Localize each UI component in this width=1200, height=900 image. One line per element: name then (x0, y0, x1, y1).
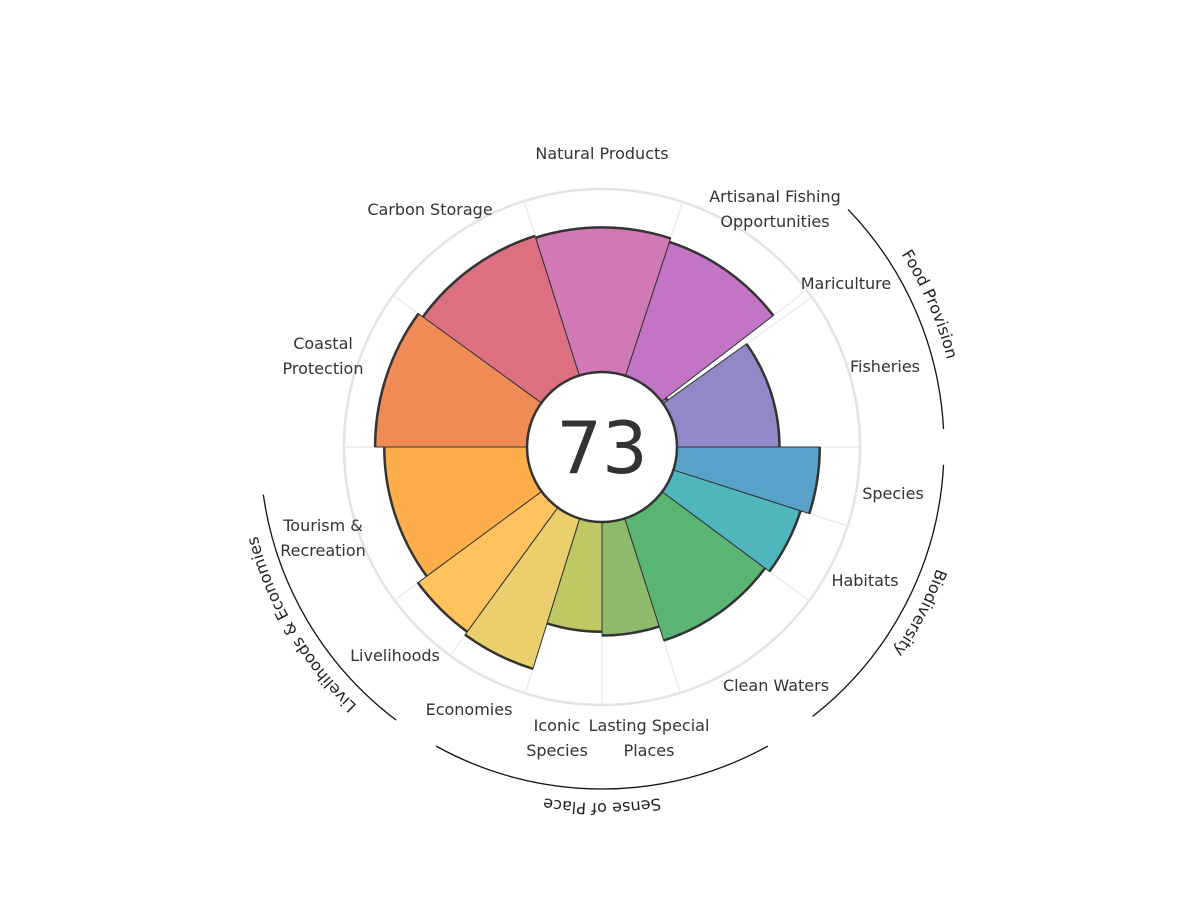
petal-edge (421, 234, 536, 318)
petal-edge (663, 567, 767, 642)
petal-label: Natural Products (535, 144, 668, 163)
petal-edge (745, 343, 781, 448)
petal-label: Economies (426, 700, 513, 719)
petal-label: Tourism &Recreation (280, 516, 366, 560)
petal-edge (669, 240, 775, 317)
group-arc (435, 745, 769, 790)
petal-edge (808, 446, 821, 514)
group-arc (812, 464, 945, 718)
group-arc (847, 208, 945, 430)
petal-label: Carbon Storage (367, 200, 492, 219)
center-score: 73 (556, 406, 648, 490)
petal-edge (464, 633, 534, 671)
petal-edge (601, 625, 660, 637)
group-label: Sense of Place (542, 794, 663, 818)
petal-outline (373, 226, 821, 671)
petal-label: Fisheries (850, 357, 920, 376)
petal-edge (768, 510, 802, 573)
petal-label: Mariculture (801, 274, 892, 293)
group-label: Food Provision (898, 246, 962, 361)
petal-edge (546, 622, 603, 634)
petal-edge (664, 397, 669, 401)
petal-edge (416, 581, 468, 633)
petal-label: Clean Waters (723, 676, 829, 695)
petal-label: Livelihoods (350, 646, 440, 665)
petal-edge (535, 226, 671, 240)
petal-edge (373, 312, 420, 448)
center-circle (525, 370, 679, 524)
petal-edge (383, 446, 428, 577)
petal-label: Habitats (831, 571, 898, 590)
petals (374, 226, 821, 670)
group-arc (262, 494, 397, 721)
group-label: Livelihoods & Economies (243, 535, 360, 717)
petal-label: Species (862, 484, 924, 503)
group-label: Biodiversity (890, 567, 951, 660)
